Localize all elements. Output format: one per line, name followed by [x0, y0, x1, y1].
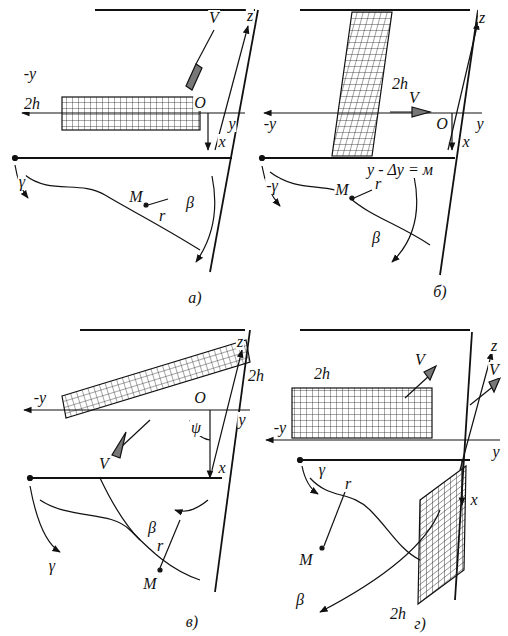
figure-label: 2h: [313, 366, 331, 382]
figure-label: x: [217, 460, 226, 476]
figure-label: O: [193, 390, 207, 406]
figure-label: -y: [23, 66, 37, 82]
figure-label: x: [461, 134, 470, 150]
figure-label: M: [142, 576, 157, 592]
figure-label: -y: [33, 390, 47, 406]
figure-label: M: [298, 552, 313, 568]
figure-label: 2h: [23, 96, 41, 112]
figure-label: ψ: [190, 420, 202, 436]
figure-label: г): [413, 616, 427, 632]
figure-label: β: [295, 592, 305, 608]
figure-label: z: [236, 334, 244, 350]
figure-label: O: [193, 95, 207, 111]
figure-label: O: [435, 116, 449, 132]
figure-label: V: [208, 10, 220, 26]
figure-label: 2h: [389, 606, 407, 622]
figure-label: r: [156, 538, 164, 554]
figure-label: x: [469, 492, 478, 508]
figure-label: z: [490, 338, 498, 354]
figure-label: z: [246, 8, 254, 24]
figure-label: V: [488, 362, 500, 378]
figure-label: γ: [18, 174, 26, 190]
figure-label: 2h: [247, 368, 265, 384]
figure-label: z: [478, 10, 486, 26]
figure-label: V: [98, 456, 110, 472]
figure-label: 2h: [391, 76, 409, 92]
figure-label: β: [371, 230, 381, 246]
figure-label: в): [185, 614, 199, 630]
figure-label: y: [227, 116, 236, 132]
figure-label: V: [414, 352, 426, 368]
figure-label: -y: [263, 116, 277, 132]
figure-label: x: [217, 134, 226, 150]
figure-label: r: [158, 208, 166, 224]
figure-label: -γ: [265, 178, 279, 194]
figure-label: r: [344, 476, 352, 492]
figure-label: r: [374, 176, 382, 192]
figure-label: V: [408, 90, 420, 106]
figure-label: а): [187, 290, 202, 306]
figure-label: y: [237, 412, 246, 428]
figure-label: M: [334, 182, 349, 198]
figure-label: γ: [48, 558, 56, 574]
figure-label: β: [147, 520, 157, 536]
figure-label: y: [475, 116, 484, 132]
figure-label: -y: [273, 420, 287, 436]
figure-label: β: [185, 195, 195, 211]
figure-label: γ: [318, 462, 326, 478]
figure-label: б): [432, 284, 447, 300]
figure-label: M: [128, 189, 143, 205]
figure-label: y: [491, 444, 500, 460]
